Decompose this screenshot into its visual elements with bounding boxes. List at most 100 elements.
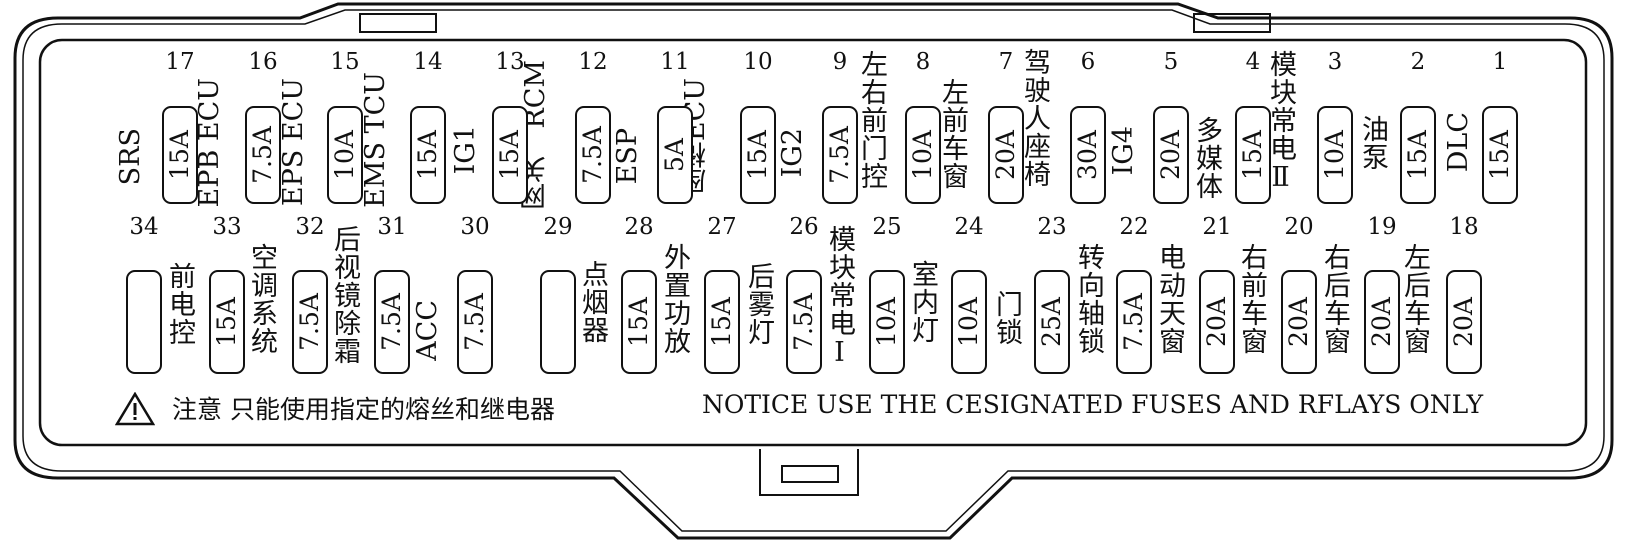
fuse-number-9: 9 [832, 49, 848, 75]
fuse-label-5: IG4 [1108, 126, 1139, 176]
fuse-slot-33: 15A [209, 270, 245, 374]
fuse-number-15: 15 [330, 49, 360, 75]
fuse-rating-31: 7.5A [377, 293, 406, 351]
fuse-number-24: 24 [954, 214, 984, 240]
fuse-number-20: 20 [1284, 214, 1314, 240]
fuse-label-13: IG1 [450, 125, 481, 175]
fuse-rating-16: 7.5A [248, 126, 277, 184]
fuse-number-23: 23 [1037, 214, 1067, 240]
fuse-number-17: 17 [165, 49, 195, 75]
fuse-number-34: 34 [129, 214, 159, 240]
fuse-number-18: 18 [1449, 214, 1479, 240]
fuse-label-7: 左前车窗 [937, 78, 968, 190]
fuse-rating-3: 10A [1320, 130, 1349, 180]
fuse-rating-11: 5A [660, 138, 689, 172]
fuse-number-27: 27 [707, 214, 737, 240]
fuse-rating-20: 20A [1284, 297, 1313, 347]
fuse-label-9: IG2 [777, 128, 808, 178]
fuse-number-16: 16 [248, 49, 278, 75]
fuse-number-1: 1 [1492, 49, 1508, 75]
fuse-number-12: 12 [578, 49, 608, 75]
fuse-label-1: DLC [1443, 112, 1474, 173]
fuse-number-2: 2 [1410, 49, 1426, 75]
fuse-panel [38, 38, 1588, 447]
fuse-rating-28: 15A [624, 297, 653, 347]
fuse-rating-21: 20A [1202, 297, 1231, 347]
fuse-rating-15: 10A [330, 130, 359, 180]
fuse-slot-25: 10A [869, 270, 905, 374]
fuse-slot-21: 20A [1199, 270, 1235, 374]
fuse-slot-13: 15A [492, 106, 528, 204]
fuse-slot-16: 7.5A [245, 106, 281, 204]
fuse-label-30: ACC [412, 300, 443, 361]
fuse-label-24: 室内灯 [907, 260, 938, 344]
fuse-number-21: 21 [1202, 214, 1232, 240]
fuse-slot-15: 10A [327, 106, 363, 204]
fuse-label-31: 后视镜除霜 [329, 225, 360, 365]
fuse-number-10: 10 [743, 49, 773, 75]
fuse-slot-28: 15A [621, 270, 657, 374]
fuse-slot-32: 7.5A [292, 270, 328, 374]
fuse-label-15: EPS ECU [278, 78, 309, 207]
fuse-rating-9: 7.5A [825, 126, 854, 184]
fuse-slot-4: 15A [1235, 106, 1271, 204]
notice-text-en: NOTICE USE THE CESIGNATED FUSES AND RFLA… [702, 390, 1484, 419]
fuse-rating-24: 10A [954, 297, 983, 347]
fuse-rating-26: 7.5A [789, 293, 818, 351]
fuse-number-7: 7 [998, 49, 1014, 75]
warning-triangle-icon [115, 392, 155, 426]
fuse-rating-14: 15A [413, 130, 442, 180]
top-tab-right [1193, 13, 1271, 33]
notice-text-zh: 注意 只能使用指定的熔丝和继电器 [172, 395, 555, 424]
fuse-number-11: 11 [660, 49, 690, 75]
fuse-slot-17: 15A [162, 106, 198, 204]
top-tab-left [359, 13, 437, 33]
fuse-slot-26: 7.5A [786, 270, 822, 374]
fuse-label-27: 外置功放 [659, 243, 690, 355]
bottom-latch [759, 449, 859, 496]
fuse-rating-25: 10A [872, 297, 901, 347]
fuse-label-23: 门锁 [991, 290, 1022, 346]
fuse-slot-9: 7.5A [822, 106, 858, 204]
fuse-number-3: 3 [1327, 49, 1343, 75]
fuse-slot-18: 20A [1446, 270, 1482, 374]
fuse-number-13: 13 [495, 49, 525, 75]
fuse-rating-33: 15A [212, 297, 241, 347]
fuse-label-28: 点烟器 [577, 260, 608, 344]
fuse-slot-12: 7.5A [575, 106, 611, 204]
fuse-label-14: EMS TCU [360, 72, 391, 208]
fuse-label-26: 后雾灯 [743, 262, 774, 346]
fuse-slot-3: 10A [1317, 106, 1353, 204]
fuse-number-8: 8 [915, 49, 931, 75]
fuse-slot-7: 20A [988, 106, 1024, 204]
fuse-rating-1: 15A [1485, 130, 1514, 180]
fuse-number-28: 28 [624, 214, 654, 240]
fuse-label-32: 空调系统 [246, 243, 277, 355]
fuse-number-6: 6 [1080, 49, 1096, 75]
fuse-label-16: EPB ECU [194, 78, 225, 208]
fuse-label-8: 左右前门控 [856, 50, 887, 190]
fuse-number-4: 4 [1245, 49, 1261, 75]
fuse-label-6: 驾驶人座椅 [1019, 48, 1050, 188]
fuse-slot-11: 5A [657, 106, 693, 204]
fuse-rating-5: 20A [1156, 130, 1185, 180]
fuse-rating-22: 7.5A [1119, 293, 1148, 351]
housing-inner [22, 9, 1605, 532]
fuse-number-19: 19 [1367, 214, 1397, 240]
fuse-slot-5: 20A [1153, 106, 1189, 204]
fuse-slot-30: 7.5A [457, 270, 493, 374]
fuse-label-25: 模块常电Ⅰ [824, 225, 855, 369]
fuse-label-11: ESP [612, 128, 643, 185]
fuse-slot-20: 20A [1281, 270, 1317, 374]
fuse-slot-10: 15A [740, 106, 776, 204]
fuse-slot-34 [126, 270, 162, 374]
fuse-rating-30: 7.5A [460, 293, 489, 351]
fuse-label-2: 油泵 [1357, 115, 1388, 171]
fuse-number-31: 31 [377, 214, 407, 240]
fuse-slot-22: 7.5A [1116, 270, 1152, 374]
fuse-rating-18: 20A [1449, 297, 1478, 347]
fuse-number-25: 25 [872, 214, 902, 240]
fuse-label-17: SRS [115, 128, 146, 186]
fuse-slot-19: 20A [1364, 270, 1400, 374]
